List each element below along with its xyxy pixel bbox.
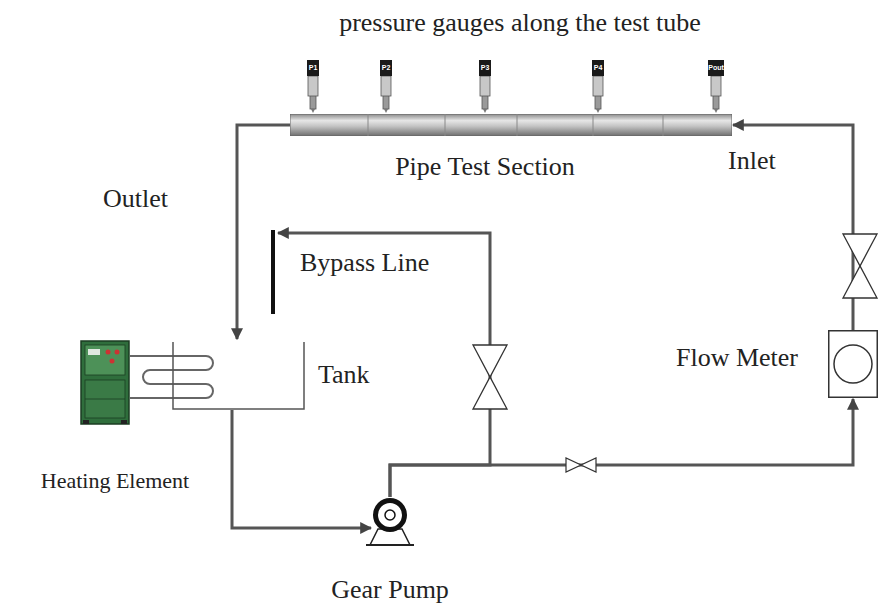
flow-label: Bypass Line	[300, 248, 429, 278]
flow-label: Inlet	[728, 146, 776, 176]
component-label: Pipe Test Section	[395, 152, 575, 182]
component-label: Gear Pump	[331, 575, 449, 605]
flow-meter-shape	[828, 330, 878, 398]
pipe-shape	[290, 114, 732, 136]
valve-symbol	[473, 345, 507, 409]
valve-symbol	[843, 234, 877, 298]
heating-coil	[130, 356, 213, 398]
component-label: Flow Meter	[676, 343, 798, 373]
component-label: Tank	[318, 360, 370, 390]
gauge-label: P4	[594, 63, 603, 72]
pressure-gauges	[307, 60, 724, 113]
valve-symbol	[566, 458, 596, 472]
pipe-test-section: Pipe Test Section	[290, 114, 732, 136]
gauge-label: P1	[309, 63, 318, 72]
flow-line	[278, 233, 490, 497]
gear-pump: Gear Pump	[372, 497, 408, 533]
diagram-title: pressure gauges along the test tube	[339, 8, 701, 38]
pump-base-line	[366, 544, 414, 546]
component-label: Heating Element	[41, 468, 189, 493]
flow-line	[390, 399, 853, 497]
pump-shape	[372, 497, 408, 533]
flow-meter: Flow Meter	[828, 330, 878, 398]
flow-line	[232, 410, 371, 528]
gauge-label: P2	[382, 63, 391, 72]
flow-label: Outlet	[103, 184, 168, 214]
bypass-discharge-pipe	[271, 230, 275, 314]
gauge-label: P3	[481, 63, 490, 72]
valves	[473, 234, 877, 472]
tank-shape	[172, 342, 305, 410]
heating-element: Heating Element	[80, 340, 130, 425]
tank: Tank	[172, 342, 305, 410]
heater-cabinet	[80, 340, 130, 425]
gauge-label: Pout	[708, 63, 724, 72]
